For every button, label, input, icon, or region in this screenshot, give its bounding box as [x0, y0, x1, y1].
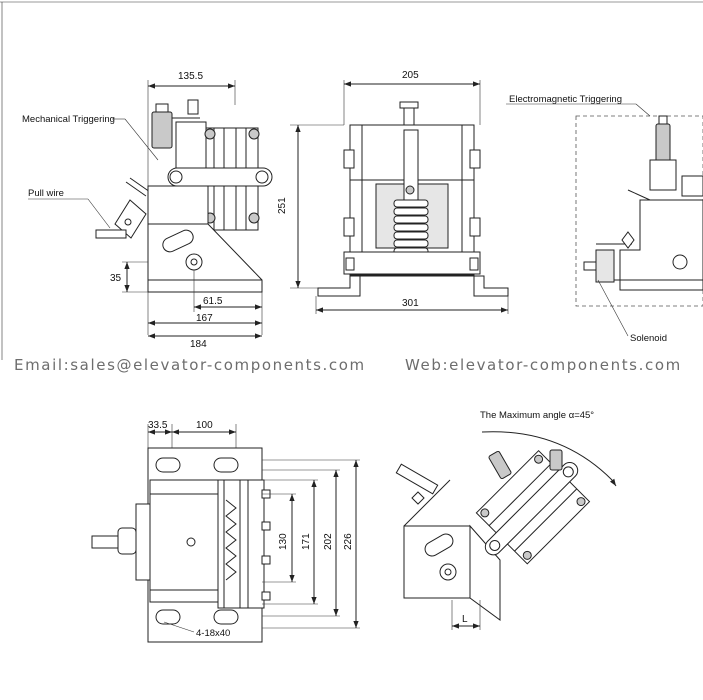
label-mechanical-triggering: Mechanical Triggering: [22, 114, 115, 125]
dim-202: 202: [323, 533, 334, 550]
label-slots: 4-18x40: [196, 628, 230, 639]
dim-35: 35: [110, 273, 122, 284]
tilted-assembly: [475, 449, 591, 565]
dim-171: 171: [301, 533, 312, 550]
label-electromagnetic-triggering: Electromagnetic Triggering: [509, 94, 622, 105]
dim-205: 205: [402, 70, 419, 81]
dim-l: L: [462, 614, 468, 625]
roller-teeth: [225, 499, 237, 581]
dim-226: 226: [343, 533, 354, 550]
iso-view: The Maximum angle α=45°: [395, 410, 617, 630]
dim-130: 130: [278, 533, 289, 550]
watermark-web: Web:elevator-components.com: [405, 356, 682, 374]
em-view: Electromagnetic Triggering Solenoid: [506, 94, 703, 344]
dim-135-5: 135.5: [178, 71, 203, 82]
dim-301: 301: [402, 298, 419, 309]
label-max-angle: The Maximum angle α=45°: [480, 410, 594, 421]
dim-100: 100: [196, 420, 213, 431]
dim-184: 184: [190, 339, 207, 350]
spring-coils: [393, 199, 429, 256]
front-view: 205 251: [277, 70, 509, 314]
dim-251: 251: [277, 197, 288, 214]
label-pull-wire: Pull wire: [28, 188, 64, 199]
dim-61-5: 61.5: [203, 296, 223, 307]
label-solenoid: Solenoid: [630, 333, 667, 344]
watermark-email: Email:sales@elevator-components.com: [14, 356, 366, 374]
top-view: 33.5 100 130 171: [91, 420, 360, 643]
em-dashed-frame: [575, 115, 703, 307]
side-view: 135.5 35: [22, 71, 273, 350]
dim-33-5: 33.5: [148, 420, 168, 431]
dim-167: 167: [196, 313, 213, 324]
